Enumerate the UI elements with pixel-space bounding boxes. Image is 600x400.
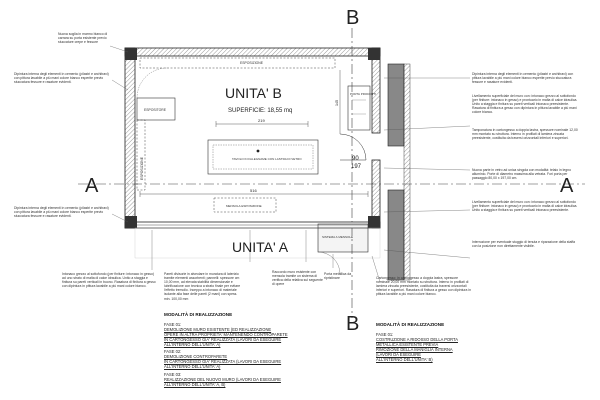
label-tavolo: TAVOLO IN FALEGNAME CON LASTRA DI VETRO xyxy=(232,157,302,161)
note-right-4: Nuova parte in vetro ad unica singola co… xyxy=(472,168,571,181)
tavolo-center-mark xyxy=(256,149,260,153)
note-right-6: Interruzione per eventuale stuggio di te… xyxy=(472,240,576,249)
pillar-top-right xyxy=(368,48,380,60)
section-a-left: A xyxy=(85,175,99,197)
label-porta-prodotti: PORTA PRODOTTI xyxy=(350,92,376,96)
note-left-2: Dipintura interna degli elementi in ceme… xyxy=(14,72,109,85)
note-bottom-1: Intonaco grezzo al sottofondo (per finit… xyxy=(62,272,156,289)
right-structure xyxy=(387,63,405,147)
phase-line: ALL'INTERNO DELL'UNITA' B) xyxy=(376,357,433,362)
pillar-bottom-left xyxy=(125,216,137,228)
phase-line: ALL'INTERNO DELL'UNITA' A) xyxy=(164,342,221,347)
porta-prodotti-box xyxy=(347,85,371,131)
label-mensola: MENSOLA ESPOSIZIONE xyxy=(226,204,262,208)
modalita-left-phase-1: FASE 01: DEMOLIZIONE MURO ESISTENTE (ED … xyxy=(164,322,334,347)
right-structure-cap xyxy=(403,63,411,281)
unit-b-title: UNITA' B xyxy=(225,85,282,101)
modalita-left-phase-2: FASE 02: DEMOLIZIONE CONTROPARETE IN CAR… xyxy=(164,349,334,369)
wall-left xyxy=(124,47,136,229)
note-left-3: Dipintura interna degli elementi in ceme… xyxy=(14,206,109,219)
phase-label: FASE 02: xyxy=(164,349,182,354)
dim-90: 90 xyxy=(352,156,359,162)
espositore-box xyxy=(136,97,176,121)
phase-line: OPERE IN ALTRA PROPRIETA' MANTENENDO CON… xyxy=(164,332,288,337)
pillar-bottom-right xyxy=(368,216,380,228)
phase-line: ALL'INTERNO DELL'UNITA' A) xyxy=(164,364,221,369)
modalita-right-title: MODALITÀ DI REALIZZAZIONE xyxy=(376,322,445,327)
phase-line: REALIZZAZIONE DEL NUOVO MURO (LAVORI DA … xyxy=(164,377,281,382)
phase-label: FASE 01: xyxy=(164,322,182,327)
phase-line: DEMOLIZIONE CONTROPARETE xyxy=(164,354,228,359)
phase-line: RIMOZIONE DELLA MANIGLIA INTERNA xyxy=(376,347,453,352)
note-bottom-4: Porta metallica da ripristinare xyxy=(324,272,352,281)
label-sistema-mensole: SISTEMA A MENSOLE xyxy=(322,235,353,239)
wall-top xyxy=(124,47,381,57)
right-structure-lower xyxy=(387,189,405,281)
section-b-bottom: B xyxy=(346,313,359,335)
note-bottom-3: Raccordo muro esistente con mensola tram… xyxy=(272,270,323,287)
phase-line: METALLICA ESISTENTE PREVIA xyxy=(376,342,439,347)
phase-line: IN CARTONGESSO GIA' REALIZZATA (LAVORI D… xyxy=(164,359,282,364)
dim-516: 516 xyxy=(250,188,257,193)
door-unit-b-swing xyxy=(339,133,367,161)
phase-line: COSTRUZIONE A RIDOSSO DELLA PORTA xyxy=(376,337,458,342)
unit-a-floor xyxy=(134,227,381,259)
tavolo-inner xyxy=(212,144,314,170)
dim-197: 197 xyxy=(351,164,362,170)
pillar-top-left xyxy=(125,48,137,60)
sistema-mensole-box xyxy=(317,223,369,253)
phase-line: ALL'INTERNO DELL'UNITA' A, B) xyxy=(164,382,226,387)
espositore-door-swing xyxy=(136,67,168,99)
note-center-1: Cartongesso: in cartongesso a doppia las… xyxy=(376,276,471,297)
modalita-left-phase-3: FASE 03: REALIZZAZIONE DEL NUOVO MURO (L… xyxy=(164,372,334,387)
modalita-left-title: MODALITÀ DI REALIZZAZIONE xyxy=(164,312,233,317)
label-esposizione-side: ESPOSIZIONE xyxy=(140,156,144,180)
modalita-right-phase-1: FASE 01: COSTRUZIONE A RIDOSSO DELLA POR… xyxy=(376,332,526,362)
dim-219: 219 xyxy=(258,118,265,123)
label-esposizione-top: ESPOSIZIONE xyxy=(240,61,264,65)
note-right-2: Livellamento superficiale del muro con: … xyxy=(472,94,578,115)
unit-a-door-swing xyxy=(317,251,341,275)
note-bottom-2: Pareti divisorie in alveolare in muratur… xyxy=(164,272,241,301)
phase-label: FASE 01: xyxy=(376,332,394,337)
section-a-right: A xyxy=(560,175,574,197)
note-left-1: Nuova soglia in marmo bianco di carrara … xyxy=(58,32,108,45)
dim-145: 145 xyxy=(335,100,339,106)
note-right-1: Dipintura interna degli elementi in ceme… xyxy=(472,72,574,85)
esposizione-top-shelf xyxy=(139,57,336,69)
note-right-3: Tamponatura in cartongesso a doppia last… xyxy=(472,128,578,141)
phase-line: DEMOLIZIONE MURO ESISTENTE (ED REALIZZAZ… xyxy=(164,327,272,332)
phase-line: (LAVORI DA ESEGUIRE xyxy=(376,352,421,357)
note-right-5: Livellamento superficiale del muro con: … xyxy=(472,200,578,213)
unit-a-title: UNITA' A xyxy=(232,239,289,255)
leader-lines xyxy=(109,45,471,283)
mensola-box xyxy=(213,197,277,213)
label-espositore: ESPOSITORE xyxy=(144,108,167,112)
phase-line: IN CARTONGESSO GIA' REALIZZATA (LAVORI D… xyxy=(164,337,282,342)
wall-right-upper xyxy=(371,47,381,134)
section-b-top: B xyxy=(346,7,359,29)
tavolo-outer xyxy=(207,139,319,175)
unit-b-area: SUPERFICIE: 18,55 mq xyxy=(228,108,292,114)
phase-label: FASE 03: xyxy=(164,372,182,377)
